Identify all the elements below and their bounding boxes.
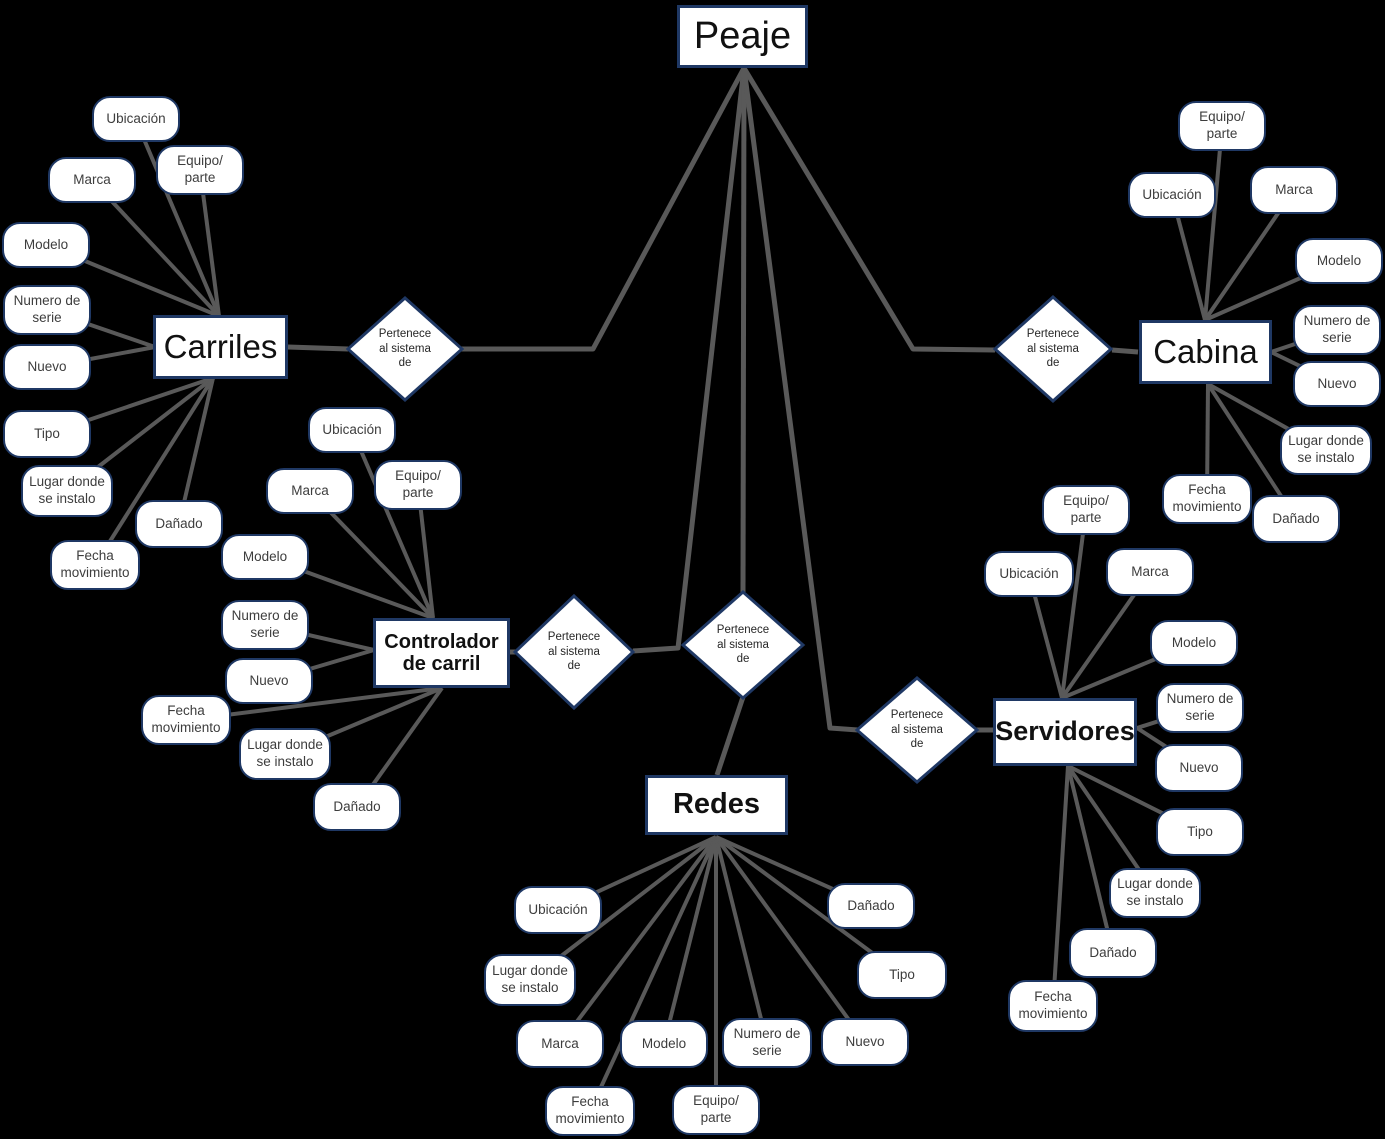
attribute-node-controlador-de-carril: Modelo [221, 534, 309, 580]
relationship-label: Pertenece al sistema de [547, 631, 601, 673]
attribute-node-controlador-de-carril: Ubicación [308, 407, 396, 453]
attribute-connector-line [588, 836, 718, 1112]
relationship-label: Pertenece al sistema de [716, 624, 770, 666]
attribute-node-carriles: Modelo [2, 222, 90, 268]
attribute-node-carriles: Dañado [135, 500, 223, 548]
entity-node-peaje: Peaje [677, 5, 808, 68]
attribute-node-servidores: Modelo [1150, 620, 1238, 666]
relationship-connector-line [741, 66, 996, 353]
relationship-diamond-rel-cabina [992, 294, 1114, 404]
relationship-diamond-rel-carriles [345, 295, 465, 403]
attribute-node-controlador-de-carril: Marca [266, 468, 354, 514]
relationship-diamond-rel-controlador [512, 593, 636, 711]
attribute-node-redes: Dañado [827, 883, 915, 929]
attribute-node-cabina: Fecha movimiento [1162, 474, 1252, 524]
attribute-connector-line [714, 835, 867, 1044]
attribute-node-servidores: Lugar donde se instalo [1109, 868, 1201, 918]
attribute-node-controlador-de-carril: Numero de serie [221, 600, 309, 650]
attribute-node-cabina: Marca [1250, 166, 1338, 214]
relationship-connector-line [714, 696, 746, 776]
attribute-node-servidores: Numero de serie [1156, 683, 1244, 733]
attribute-node-cabina: Nuevo [1293, 361, 1381, 407]
attribute-node-servidores: Dañado [1069, 928, 1157, 978]
relationship-diamond-rel-redes [680, 589, 806, 701]
relationship-connector-line [741, 67, 859, 733]
attribute-node-controlador-de-carril: Fecha movimiento [141, 695, 231, 745]
attribute-node-cabina: Lugar donde se instalo [1280, 425, 1372, 475]
attribute-connector-line [662, 836, 718, 1045]
attribute-node-carriles: Numero de serie [3, 285, 91, 335]
attribute-node-cabina: Equipo/ parte [1178, 101, 1266, 151]
relationship-connector-line [287, 344, 349, 352]
attribute-node-carriles: Ubicación [92, 96, 180, 142]
attribute-node-carriles: Tipo [3, 410, 91, 458]
relationship-connector-line [632, 67, 747, 654]
entity-node-controlador-de-carril: Controlador de carril [373, 618, 510, 688]
attribute-connector-line [1203, 125, 1224, 321]
attribute-connector-line [1051, 765, 1070, 1007]
attribute-node-redes: Equipo/ parte [672, 1085, 760, 1135]
attribute-node-redes: Tipo [857, 951, 947, 999]
attribute-node-carriles: Nuevo [3, 344, 91, 390]
attribute-node-controlador-de-carril: Nuevo [225, 658, 313, 704]
entity-node-redes: Redes [645, 775, 788, 835]
attribute-node-controlador-de-carril: Equipo/ parte [374, 460, 462, 510]
attribute-connector-line [133, 117, 221, 317]
attribute-node-cabina: Modelo [1295, 238, 1383, 284]
attribute-node-carriles: Marca [48, 157, 136, 203]
attribute-node-redes: Ubicación [514, 886, 602, 934]
attribute-node-redes: Lugar donde se instalo [484, 954, 576, 1006]
attribute-connector-line [1060, 509, 1088, 699]
relationship-connector-line [740, 67, 747, 593]
attribute-connector-line [93, 376, 215, 567]
entity-node-carriles: Carriles [153, 315, 288, 379]
attribute-connector-line [350, 429, 435, 619]
relationship-connector-line [461, 66, 747, 352]
attribute-node-servidores: Tipo [1156, 808, 1244, 856]
attribute-connector-line [714, 836, 769, 1044]
attribute-node-controlador-de-carril: Lugar donde se instalo [239, 728, 331, 780]
attribute-node-redes: Nuevo [821, 1018, 909, 1066]
attribute-node-servidores: Fecha movimiento [1008, 980, 1098, 1032]
attribute-node-redes: Numero de serie [722, 1018, 812, 1068]
attribute-connector-line [177, 377, 215, 525]
attribute-node-servidores: Equipo/ parte [1042, 485, 1130, 535]
attribute-node-redes: Modelo [620, 1020, 708, 1068]
attribute-connector-line [1066, 765, 1115, 954]
attribute-node-servidores: Nuevo [1155, 744, 1243, 792]
attribute-node-redes: Fecha movimiento [545, 1086, 635, 1136]
relationship-label: Pertenece al sistema de [378, 328, 432, 370]
relationship-diamond-rel-servidores [854, 676, 980, 784]
relationship-label: Pertenece al sistema de [890, 709, 944, 751]
attribute-node-carriles: Equipo/ parte [156, 145, 244, 195]
attribute-node-servidores: Ubicación [984, 551, 1074, 597]
attribute-node-cabina: Dañado [1252, 495, 1340, 543]
attribute-connector-line [558, 835, 718, 1046]
attribute-node-servidores: Marca [1106, 548, 1194, 596]
attribute-node-cabina: Ubicación [1128, 172, 1216, 218]
relationship-label: Pertenece al sistema de [1026, 328, 1080, 370]
relationship-connector-line [1111, 347, 1139, 355]
attribute-node-cabina: Numero de serie [1293, 305, 1381, 355]
attribute-node-controlador-de-carril: Dañado [313, 783, 401, 831]
attribute-node-redes: Marca [516, 1020, 604, 1068]
entity-node-cabina: Cabina [1139, 320, 1272, 384]
attribute-node-carriles: Lugar donde se instalo [21, 465, 113, 517]
entity-node-servidores: Servidores [993, 698, 1137, 766]
attribute-node-carriles: Fecha movimiento [50, 540, 140, 590]
